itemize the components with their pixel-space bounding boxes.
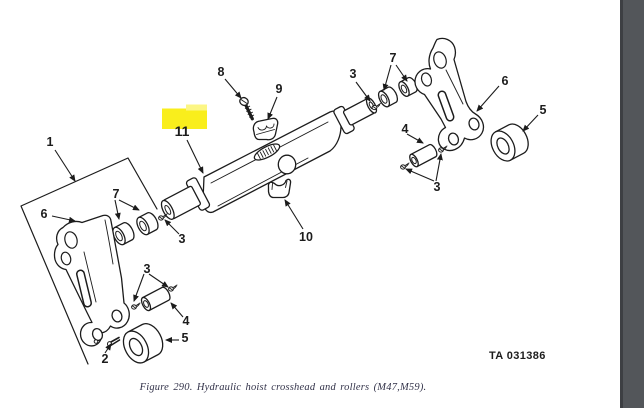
part-7-bushings-right	[377, 76, 418, 108]
part-6-arm-right	[414, 37, 485, 152]
callout-7-right: 7	[390, 51, 397, 65]
callout-1: 1	[47, 135, 54, 149]
callout-leader-lines	[51, 64, 539, 354]
ta-illustration-number: TA 031386	[489, 350, 546, 362]
part-11-crosshead	[160, 97, 378, 221]
part-8-screw	[239, 96, 255, 121]
callout-3-upper: 3	[350, 67, 357, 81]
callout-3-left-upper: 3	[179, 232, 186, 246]
part-3-screw-top-left	[158, 213, 168, 221]
callout-6-left: 6	[41, 207, 48, 221]
callout-4-left: 4	[183, 314, 190, 328]
callout-2: 2	[102, 352, 109, 366]
callout-7-left: 7	[113, 187, 120, 201]
part-9-clamp-upper	[252, 117, 279, 141]
highlight-marker	[162, 104, 207, 129]
callout-3-left-mid: 3	[144, 262, 151, 276]
callout-labels: 1 8 9 3 7 6 5 4 3 11 10 6 7 3 3 4 5 2	[41, 51, 547, 366]
assembly-bracket-line	[20, 157, 158, 365]
callout-6-right: 6	[502, 74, 509, 88]
part-10-clamp-lower	[267, 178, 292, 199]
part-7-bushings-left	[112, 212, 159, 246]
callout-4-right: 4	[402, 122, 409, 136]
callout-8: 8	[218, 65, 225, 79]
callout-5-right: 5	[540, 103, 547, 117]
callout-10: 10	[299, 230, 313, 244]
figure-caption: Figure 290. Hydraulic hoist crosshead an…	[139, 382, 427, 393]
part-4-pin-right	[409, 143, 438, 168]
part-6-arm-left	[53, 214, 130, 347]
part-5-roller-right	[490, 123, 529, 162]
part-3-screw-left-a	[131, 302, 141, 310]
part-3-screw-right-b	[400, 162, 410, 170]
page-edge-band	[620, 0, 644, 408]
part-5-roller-left	[122, 323, 164, 364]
callout-11-highlighted: 11	[175, 123, 190, 139]
part-4-pin-left	[140, 286, 171, 312]
callout-5-left: 5	[182, 331, 189, 345]
part-3-screw-left-b	[168, 284, 178, 292]
part-2-cotter-pin	[107, 336, 121, 347]
callout-9: 9	[276, 82, 283, 96]
callout-3-right: 3	[434, 180, 441, 194]
